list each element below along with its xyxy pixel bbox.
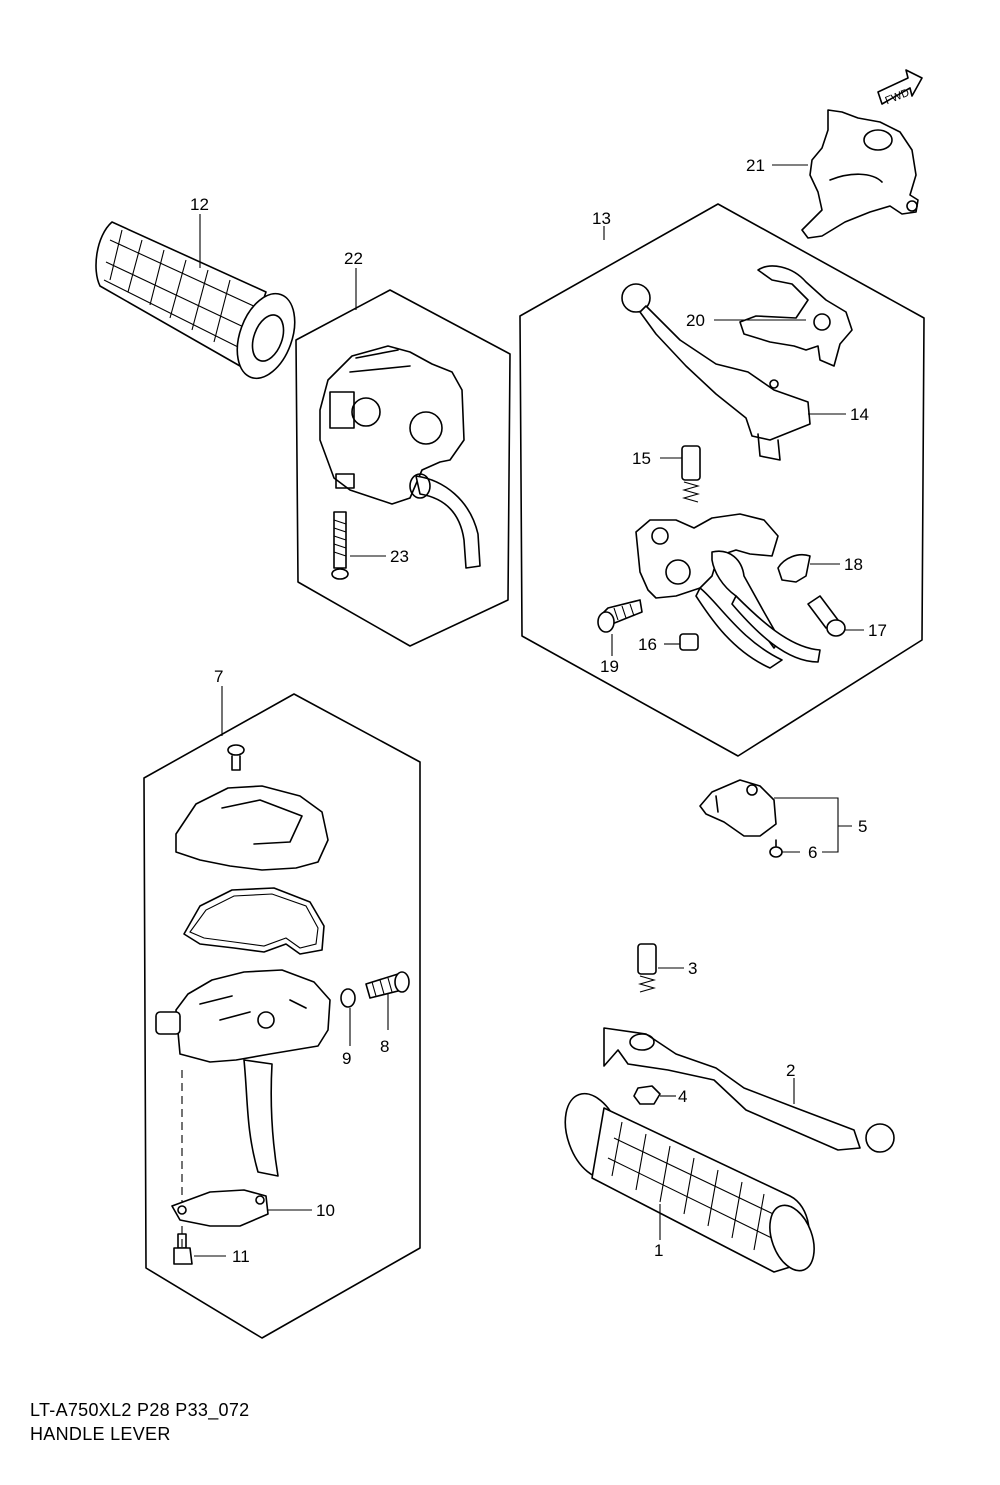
label-21: 21 — [746, 156, 765, 175]
part-10-plate — [171, 1189, 269, 1227]
part-20-bracket — [739, 265, 853, 367]
part-15-pivot-bolt — [681, 445, 701, 503]
frame-22 — [295, 289, 511, 647]
part-5-brake-switch — [699, 779, 777, 837]
part-22-handlebar-switch — [319, 345, 481, 569]
part-12-left-grip — [95, 221, 296, 380]
part-17-screw — [807, 595, 846, 637]
part-9-washer — [340, 988, 356, 1008]
part-7-throttle-body — [155, 969, 331, 1177]
label-20: 20 — [686, 311, 705, 330]
label-16: 16 — [638, 635, 657, 654]
label-22: 22 — [344, 249, 363, 268]
label-1: 1 — [654, 1241, 663, 1260]
part-7-top-screw — [227, 744, 245, 771]
label-2: 2 — [786, 1061, 795, 1080]
label-17: 17 — [868, 621, 887, 640]
part-7-cover — [175, 785, 329, 871]
part-3-pivot-bolt — [637, 943, 657, 993]
label-9: 9 — [342, 1049, 351, 1068]
label-14: 14 — [850, 405, 869, 424]
label-15: 15 — [632, 449, 651, 468]
label-11: 11 — [232, 1247, 250, 1266]
part-1-right-grip — [564, 1092, 815, 1273]
label-6: 6 — [808, 843, 817, 862]
part-19-bolt — [597, 599, 643, 633]
label-8: 8 — [380, 1037, 389, 1056]
label-4: 4 — [678, 1087, 687, 1106]
label-7: 7 — [214, 667, 223, 686]
part-21-housing-cover — [801, 109, 919, 239]
label-12: 12 — [190, 195, 209, 214]
label-23: 23 — [390, 547, 409, 566]
part-16-nut — [679, 633, 699, 651]
part-4-nut — [633, 1085, 661, 1105]
part-2-lever — [603, 1027, 895, 1153]
label-10: 10 — [316, 1201, 335, 1220]
footer-code: LT-A750XL2 P28 P33_072 — [30, 1400, 250, 1420]
label-18: 18 — [844, 555, 863, 574]
part-8-screw — [365, 971, 410, 999]
part-23-screw — [331, 511, 349, 580]
frame-13 — [519, 203, 925, 757]
part-11-bolt — [173, 1233, 193, 1265]
part-13-master-cylinder — [635, 513, 821, 669]
fwd-arrow-icon: FWD — [877, 69, 923, 107]
part-18-boot — [777, 553, 811, 583]
label-13: 13 — [592, 209, 611, 228]
frame-7 — [143, 693, 421, 1339]
footer-title: HANDLE LEVER — [30, 1424, 171, 1444]
part-7-gasket — [183, 887, 325, 955]
part-14-lever — [621, 283, 811, 461]
label-19: 19 — [600, 657, 619, 676]
bracket-5 — [774, 797, 852, 853]
label-5: 5 — [858, 817, 867, 836]
label-3: 3 — [688, 959, 697, 978]
part-6-screw — [769, 839, 783, 858]
